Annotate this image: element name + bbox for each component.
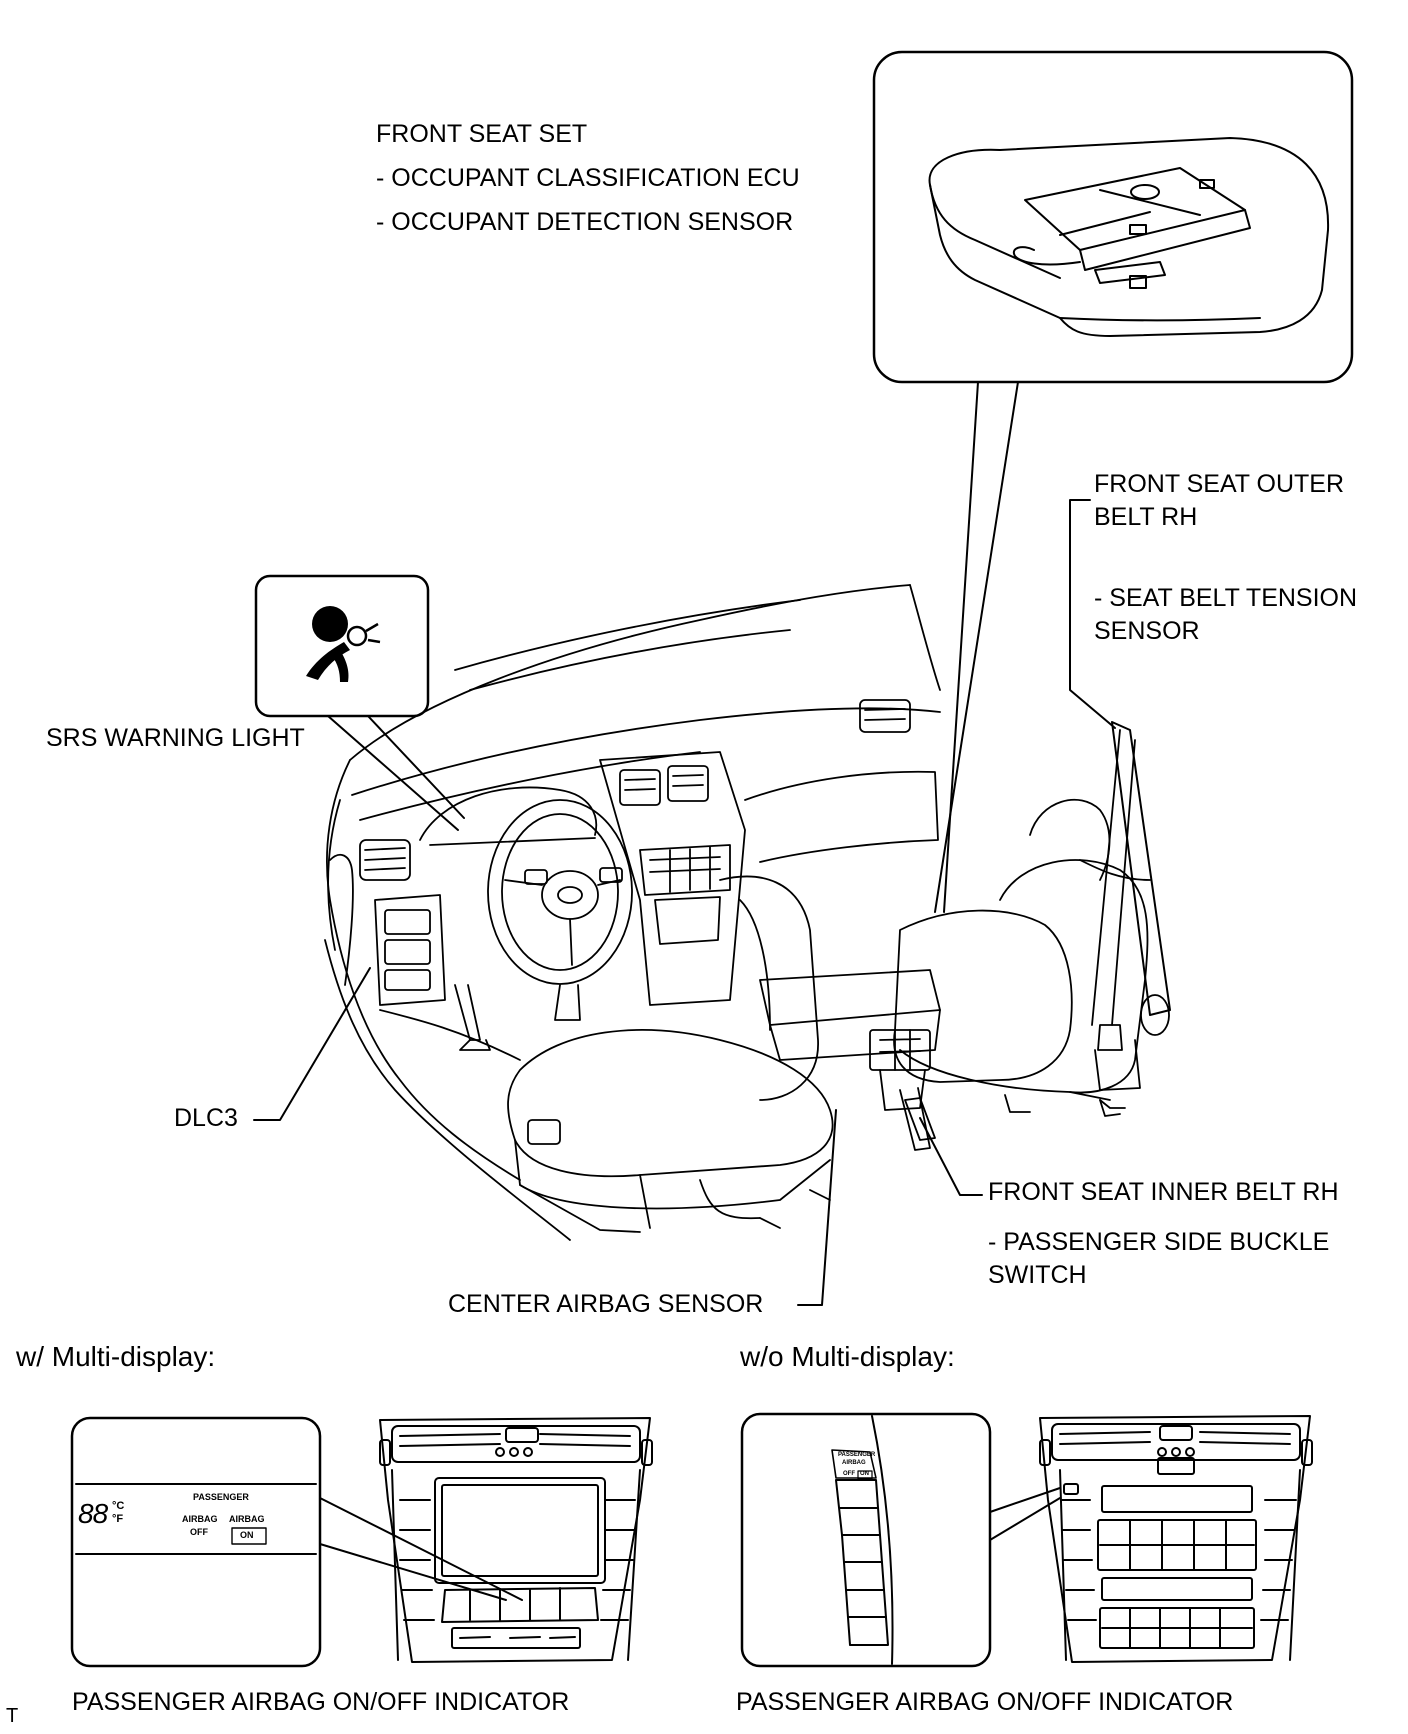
front-seat-inset [872, 50, 1354, 384]
label-passenger-side-buckle-switch-2: SWITCH [988, 1261, 1087, 1289]
label-occupant-classification-ecu: - OCCUPANT CLASSIFICATION ECU [376, 164, 800, 192]
indicator-on: ON [240, 1530, 254, 1540]
label-occupant-detection-sensor: - OCCUPANT DETECTION SENSOR [376, 208, 794, 236]
label-srs-warning-light: SRS WARNING LIGHT [46, 724, 305, 752]
label-front-seat-set: FRONT SEAT SET [376, 120, 588, 148]
caption-indicator-right: PASSENGER AIRBAG ON/OFF INDICATOR [736, 1688, 1234, 1716]
label-front-seat-inner-belt: FRONT SEAT INNER BELT RH [988, 1178, 1339, 1206]
label-with-multi-display: w/ Multi-display: [16, 1341, 216, 1372]
unit-fahrenheit: °F [112, 1513, 124, 1525]
label-seat-belt-tension-sensor: - SEAT BELT TENSION [1094, 584, 1358, 612]
multi-display-inset [70, 1416, 653, 1668]
switch-on-label: ON [860, 1471, 869, 1477]
no-multi-display-inset [740, 1412, 1313, 1668]
unit-celsius: °C [112, 1500, 125, 1512]
label-dlc3: DLC3 [174, 1104, 238, 1132]
indicator-off: OFF [190, 1527, 208, 1537]
label-leaders [253, 499, 1116, 1306]
label-passenger-side-buckle-switch: - PASSENGER SIDE BUCKLE [988, 1228, 1330, 1256]
switch-passenger-label: PASSENGER [838, 1452, 876, 1458]
switch-off-label: OFF [843, 1471, 855, 1477]
temp-display-digits: 88 [78, 1498, 108, 1529]
label-center-airbag-sensor: CENTER AIRBAG SENSOR [448, 1290, 764, 1318]
corner-mark: T [6, 1705, 19, 1727]
switch-airbag-label: AIRBAG [842, 1460, 866, 1466]
indicator-passenger-label: PASSENGER [193, 1492, 249, 1502]
srs-airbag-icon [306, 606, 381, 682]
indicator-airbag-off-label: AIRBAG [182, 1514, 218, 1524]
label-front-seat-outer-belt: FRONT SEAT OUTER [1094, 470, 1345, 498]
label-seat-belt-tension-sensor-2: SENSOR [1094, 617, 1200, 645]
caption-indicator-left: PASSENGER AIRBAG ON/OFF INDICATOR [72, 1688, 570, 1716]
seat-inset-leaders [934, 381, 1019, 913]
label-without-multi-display: w/o Multi-display: [740, 1341, 955, 1372]
label-front-seat-outer-belt-2: BELT RH [1094, 503, 1198, 531]
vehicle-interior-drawing [324, 584, 1171, 1241]
srs-warning-inset [254, 574, 465, 831]
indicator-airbag-on-label: AIRBAG [229, 1514, 265, 1524]
